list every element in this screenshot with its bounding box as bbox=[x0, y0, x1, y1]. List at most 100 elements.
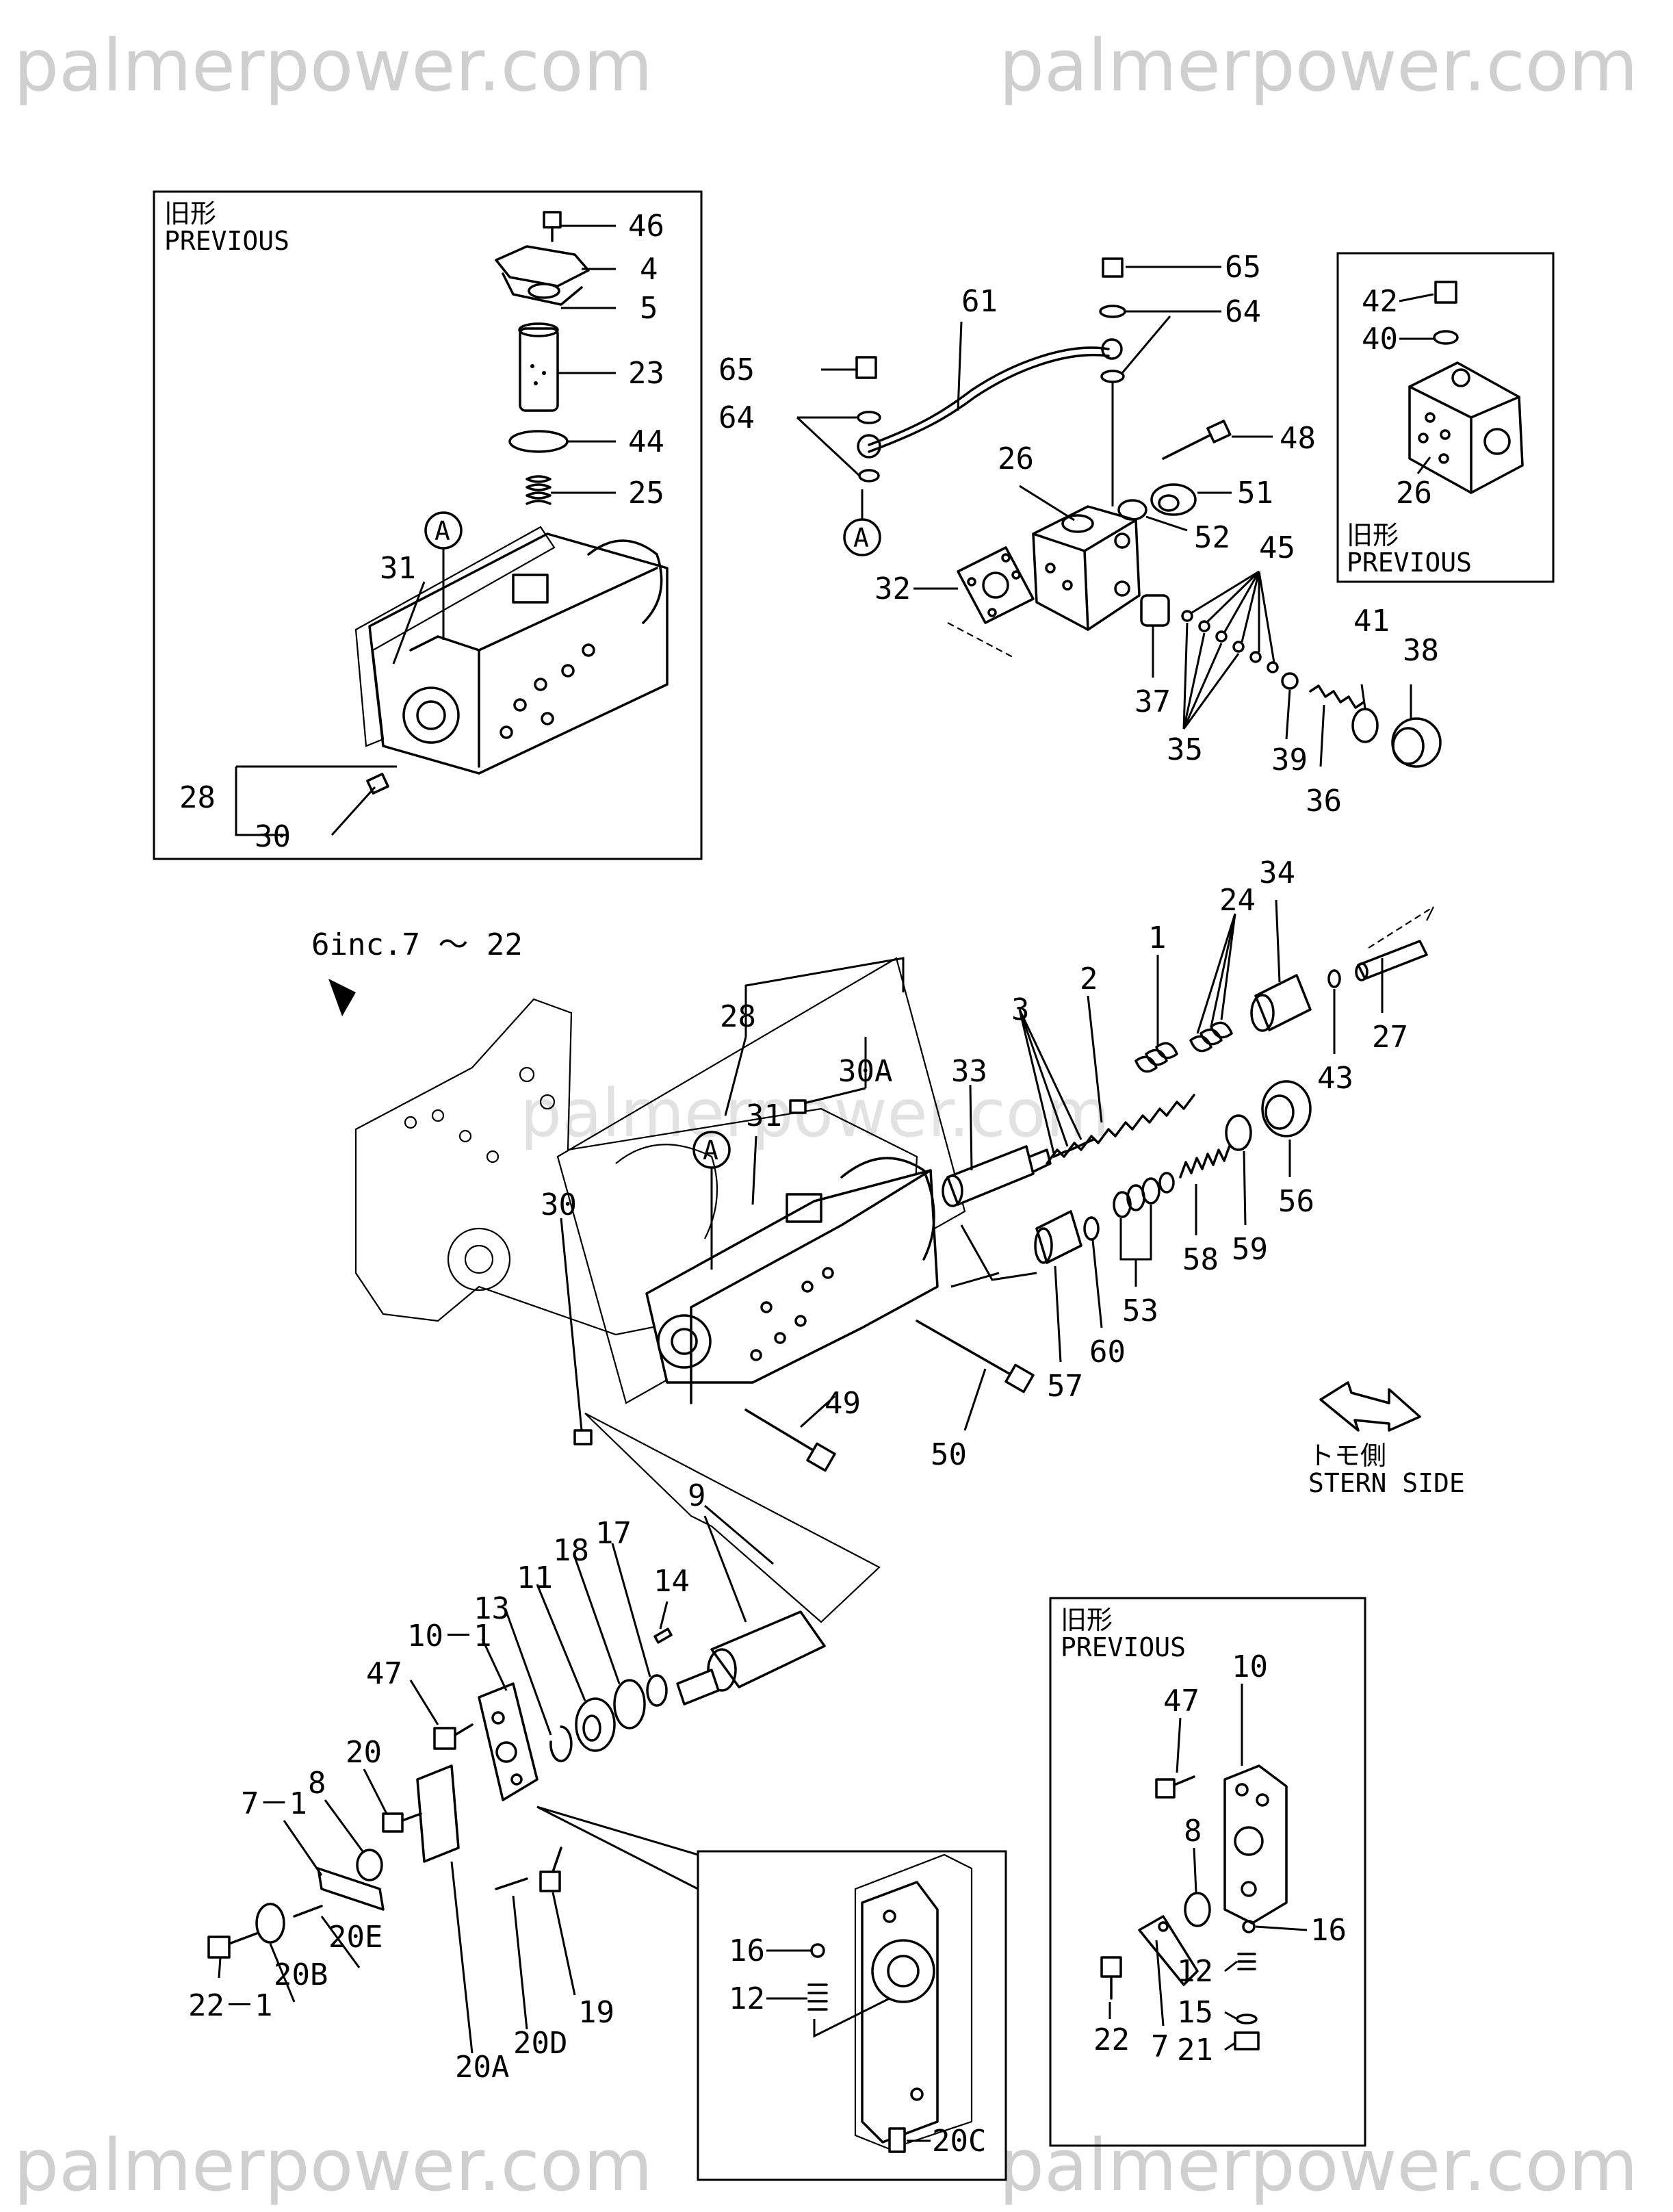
u-tube-61-icon bbox=[868, 346, 1110, 446]
m-shims-24-icon bbox=[1189, 1021, 1233, 1053]
label-u-52: 52 bbox=[1194, 520, 1230, 555]
direction-arrow-icon bbox=[328, 979, 356, 1016]
label-u-45: 45 bbox=[1259, 530, 1295, 565]
m-spring-58-icon bbox=[1179, 1144, 1231, 1179]
b-oring-18-icon bbox=[613, 1679, 646, 1729]
label-u-26: 26 bbox=[998, 441, 1034, 476]
m-callout-a-text: A bbox=[703, 1135, 718, 1166]
label-b-14: 14 bbox=[653, 1564, 690, 1599]
tl-sleeve-23-icon bbox=[519, 327, 559, 412]
label-br-7: 7 bbox=[1151, 2029, 1169, 2064]
label-m-28: 28 bbox=[720, 999, 756, 1034]
label-m-1: 1 bbox=[1148, 921, 1167, 955]
main-parts bbox=[354, 906, 1434, 1472]
label-tl-4: 4 bbox=[640, 252, 658, 287]
label-b-20A: 20A bbox=[455, 2050, 509, 2085]
label-m-30: 30 bbox=[541, 1187, 577, 1222]
m-spring-1-icon bbox=[1134, 1042, 1178, 1073]
tl-parts bbox=[354, 211, 669, 795]
label-u-36: 36 bbox=[1306, 784, 1342, 819]
u-sleeve-37-icon bbox=[1140, 594, 1170, 627]
label-b-20B: 20B bbox=[274, 1957, 328, 1992]
label-b-17: 17 bbox=[595, 1516, 632, 1551]
label-br-22: 22 bbox=[1093, 2022, 1130, 2057]
label-br-12: 12 bbox=[1177, 1954, 1213, 1989]
label-u-61: 61 bbox=[961, 284, 998, 319]
watermark-bottom-right: palmerpower.com bbox=[999, 2124, 1638, 2207]
panel-tl-caption-jp: 旧形 bbox=[164, 198, 216, 229]
u-gasket-32-icon bbox=[957, 546, 1035, 624]
panel-previous-top-right bbox=[1336, 252, 1555, 583]
label-tl-31: 31 bbox=[380, 551, 416, 586]
panel-tl-caption-en: PREVIOUS bbox=[164, 226, 289, 256]
u-ring-41-icon bbox=[1351, 708, 1379, 743]
label-m-34: 34 bbox=[1259, 856, 1295, 890]
label-b-11: 11 bbox=[517, 1560, 553, 1595]
detail-parts bbox=[807, 1853, 973, 2153]
panel-br-caption-en: PREVIOUS bbox=[1061, 1632, 1186, 1662]
br-parts bbox=[1100, 1764, 1288, 2050]
label-d-16: 16 bbox=[729, 1933, 765, 1968]
tl-spring-25-icon bbox=[526, 475, 552, 505]
label-b-19: 19 bbox=[578, 1995, 614, 2030]
label-tl-46: 46 bbox=[628, 209, 664, 244]
label-br-16: 16 bbox=[1310, 1913, 1347, 1948]
main-note: 6inc.7 ～ 22 bbox=[311, 927, 523, 962]
bottom-parts bbox=[207, 1610, 826, 1959]
label-u-41: 41 bbox=[1353, 604, 1390, 639]
label-b-13: 13 bbox=[474, 1591, 510, 1626]
label-br-47: 47 bbox=[1163, 1684, 1199, 1719]
label-br-21: 21 bbox=[1177, 2033, 1213, 2068]
panel-previous-bottom-right bbox=[1049, 1597, 1366, 2147]
label-u-64a: 64 bbox=[718, 400, 755, 435]
label-d-20C: 20C bbox=[932, 2124, 986, 2159]
label-u-65a: 65 bbox=[718, 352, 755, 387]
b-bracket-20A-icon bbox=[416, 1764, 460, 1863]
label-m-53: 53 bbox=[1122, 1294, 1158, 1328]
m-piston-33-icon bbox=[946, 1145, 1035, 1206]
tl-callout-a-text: A bbox=[435, 516, 450, 546]
tr-washer-40-icon bbox=[1433, 330, 1459, 345]
upper-parts bbox=[855, 257, 1442, 768]
watermark-center: palmerpower.com bbox=[520, 1075, 1110, 1152]
d-spring-12-icon bbox=[807, 1983, 828, 2011]
label-tr-26: 26 bbox=[1396, 476, 1432, 511]
label-m-58: 58 bbox=[1182, 1242, 1219, 1277]
label-m-2: 2 bbox=[1080, 962, 1098, 996]
stern-side-arrow-icon bbox=[1319, 1381, 1421, 1432]
tl-bolt-46-icon bbox=[543, 211, 562, 229]
label-b-18: 18 bbox=[553, 1533, 589, 1568]
u-spring-36-icon bbox=[1309, 684, 1365, 709]
u-plug-65a-icon bbox=[855, 356, 877, 379]
label-tl-44: 44 bbox=[628, 424, 664, 459]
label-tl-30: 30 bbox=[255, 819, 291, 854]
label-u-64b: 64 bbox=[1225, 294, 1261, 329]
m-screw-27-icon bbox=[1357, 940, 1428, 980]
label-m-9: 9 bbox=[688, 1478, 706, 1513]
br-plate-7-icon bbox=[1138, 1915, 1199, 1986]
label-u-32: 32 bbox=[874, 571, 911, 606]
label-tl-25: 25 bbox=[628, 476, 664, 511]
m-sleeve-34-icon bbox=[1254, 974, 1312, 1031]
label-m-60: 60 bbox=[1089, 1335, 1126, 1369]
stern-label-en: STERN SIDE bbox=[1308, 1468, 1465, 1498]
label-br-15: 15 bbox=[1177, 1995, 1213, 2030]
label-m-59: 59 bbox=[1232, 1232, 1268, 1267]
d-pin-20C-icon bbox=[888, 2127, 906, 2153]
label-u-65b: 65 bbox=[1225, 250, 1261, 285]
label-u-38: 38 bbox=[1403, 633, 1439, 668]
label-tl-5: 5 bbox=[640, 291, 658, 326]
u-nut-51-icon bbox=[1150, 483, 1197, 516]
watermark-top-left: palmerpower.com bbox=[14, 24, 653, 107]
m-cylinder-57-icon bbox=[1035, 1210, 1082, 1264]
tr-parts bbox=[1408, 281, 1524, 494]
panel-tr-caption-en: PREVIOUS bbox=[1347, 548, 1472, 578]
label-m-27: 27 bbox=[1372, 1020, 1408, 1055]
label-u-51: 51 bbox=[1237, 476, 1273, 511]
br-nut-8-icon bbox=[1184, 1892, 1211, 1927]
label-m-30A: 30A bbox=[838, 1054, 892, 1089]
label-m-43: 43 bbox=[1317, 1061, 1353, 1096]
label-b-47: 47 bbox=[366, 1656, 402, 1691]
label-u-39: 39 bbox=[1271, 743, 1308, 777]
